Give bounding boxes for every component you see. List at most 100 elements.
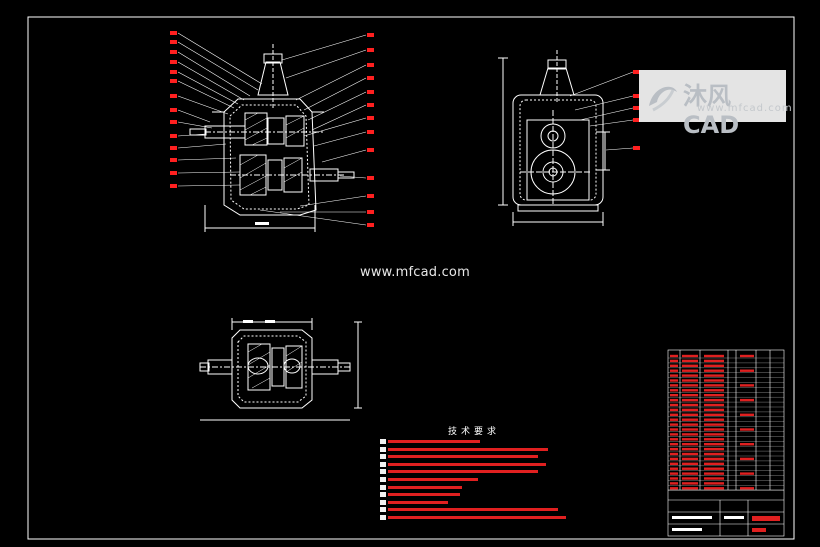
requirement-number-mark (380, 454, 386, 460)
requirement-number-mark (380, 484, 386, 490)
main-view-leaders-left (177, 32, 263, 187)
parts-cell-mark (704, 359, 724, 363)
parts-cell-mark (682, 423, 698, 426)
requirement-number-mark (380, 446, 386, 452)
parts-cell-mark (670, 384, 678, 387)
logo-swirl-icon (649, 86, 677, 112)
technical-requirements-list (380, 439, 566, 523)
logo-sub-text: www.mfcad.com (697, 103, 793, 114)
parts-cell-mark (682, 428, 698, 431)
parts-cell-mark (682, 467, 698, 470)
requirement-number-mark (380, 492, 386, 498)
parts-cell-mark (740, 354, 754, 358)
parts-cell-mark (682, 433, 698, 436)
requirement-text-mark (388, 485, 462, 489)
parts-cell-mark (704, 374, 724, 377)
requirement-number-mark (380, 499, 386, 505)
requirement-text-mark (388, 462, 546, 466)
plan-view (199, 318, 362, 421)
parts-cell-mark (670, 472, 678, 475)
parts-cell-mark (704, 389, 724, 392)
technical-requirements-title: 技术要求 (448, 427, 501, 437)
requirement-number-mark (380, 439, 386, 444)
requirement-line (380, 446, 566, 455)
parts-cell-mark (740, 487, 754, 490)
requirement-line (380, 499, 566, 508)
parts-cell-mark (740, 457, 754, 461)
parts-cell-mark (682, 472, 698, 475)
parts-cell-mark (704, 418, 724, 421)
parts-cell-mark (670, 374, 678, 377)
parts-cell-mark (670, 467, 678, 470)
parts-cell-mark (704, 403, 724, 407)
parts-cell-mark (670, 443, 678, 446)
parts-cell-mark (670, 447, 678, 451)
parts-cell-mark (670, 423, 678, 426)
parts-cell-mark (670, 418, 678, 421)
parts-cell-mark (740, 428, 754, 431)
requirement-line (380, 461, 566, 470)
parts-cell-mark (682, 452, 698, 456)
parts-cell-mark (670, 438, 678, 441)
parts-cell-mark (704, 447, 724, 451)
parts-cell-mark (670, 433, 678, 436)
logo-brand-text: 沐风CAD (683, 82, 740, 139)
parts-cell-mark (704, 423, 724, 426)
parts-cell-mark (704, 443, 724, 446)
parts-cell-mark (682, 443, 698, 446)
watermark-logo: 沐风CAD www.mfcad.com (639, 70, 792, 139)
watermark-site-url: www.mfcad.com (360, 265, 470, 280)
parts-cell-mark (740, 413, 754, 416)
requirement-number-mark (380, 507, 386, 513)
side-view (498, 50, 634, 226)
parts-cell-mark (740, 398, 754, 402)
parts-cell-mark (670, 487, 678, 490)
requirement-text-mark (388, 500, 448, 504)
parts-cell-mark (682, 354, 698, 358)
parts-cell-mark (682, 477, 698, 480)
requirement-text-mark (388, 515, 566, 519)
parts-cell-mark (670, 413, 678, 416)
parts-cell-mark (704, 408, 724, 412)
requirement-text-mark (388, 493, 460, 497)
main-section-view (189, 44, 355, 232)
side-view-labels (633, 70, 640, 150)
parts-cell-mark (704, 398, 724, 402)
parts-cell-mark (682, 462, 698, 465)
parts-cell-mark (704, 472, 724, 475)
parts-cell-mark (682, 394, 698, 397)
parts-cell-mark (670, 354, 678, 358)
parts-cell-mark (740, 369, 754, 372)
parts-cell-mark (704, 467, 724, 470)
requirement-line (380, 492, 566, 500)
requirement-line (380, 514, 566, 523)
parts-cell-mark (704, 482, 724, 485)
parts-cell-mark (704, 394, 724, 397)
requirement-line (380, 484, 566, 493)
requirement-line (380, 454, 566, 462)
parts-cell-mark (670, 457, 678, 461)
requirement-number-mark (380, 461, 386, 467)
requirement-line (380, 476, 566, 485)
parts-cell-mark (704, 433, 724, 436)
parts-list-rows (668, 354, 784, 491)
parts-cell-mark (670, 389, 678, 392)
requirement-line (380, 439, 566, 447)
parts-cell-mark (670, 369, 678, 372)
parts-cell-mark (670, 394, 678, 397)
parts-cell-mark (670, 477, 678, 480)
parts-cell-mark (682, 389, 698, 392)
parts-cell-mark (682, 369, 698, 372)
parts-cell-mark (704, 384, 724, 387)
parts-cell-mark (740, 384, 754, 387)
parts-cell-mark (682, 418, 698, 421)
parts-cell-mark (670, 452, 678, 456)
parts-cell-mark (682, 413, 698, 416)
requirement-number-mark (380, 469, 386, 475)
parts-cell-mark (682, 384, 698, 387)
requirement-text-mark (388, 440, 480, 443)
requirement-text-mark (388, 508, 558, 512)
parts-cell-mark (704, 364, 724, 367)
parts-list-table (667, 349, 785, 537)
